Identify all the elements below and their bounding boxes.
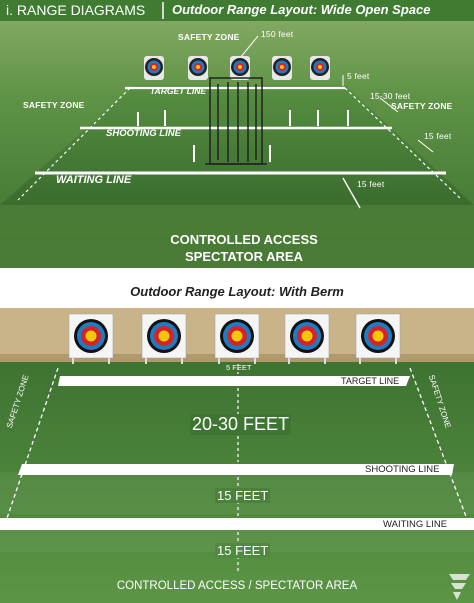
berm-title: Outdoor Range Layout: With Berm — [130, 284, 344, 299]
berm-shooting-line-label: SHOOTING LINE — [365, 464, 440, 475]
grass-stripe — [0, 530, 474, 552]
target-butt — [272, 56, 292, 80]
section-title: Outdoor Range Layout: Wide Open Space — [172, 2, 431, 17]
brand-logo-icon — [449, 574, 470, 600]
berm-scene — [0, 272, 474, 603]
marker-15ft-bottom — [342, 177, 361, 209]
berm-target-line — [58, 376, 410, 386]
open-space-scene — [0, 0, 474, 272]
distance-15-right-label: 15 feet — [424, 131, 452, 141]
right-boundary-line — [344, 87, 463, 201]
target-butt — [144, 56, 164, 80]
berm-spectator-label: CONTROLLED ACCESS / SPECTATOR AREA — [116, 580, 358, 592]
berm-waiting-line-label: WAITING LINE — [383, 519, 448, 530]
spectator-strip — [0, 210, 474, 272]
distance-15-30-label: 15-30 feet — [370, 91, 411, 101]
marker-150ft — [239, 35, 259, 59]
waiting-line-label: WAITING LINE — [56, 174, 132, 186]
target-face — [284, 313, 330, 364]
berm-waiting-line — [0, 518, 474, 530]
title-band — [0, 0, 474, 21]
berm-distance-15-b-label: 15 FEET — [215, 543, 271, 558]
shooting-line-label: SHOOTING LINE — [106, 128, 181, 139]
bow-rack — [205, 77, 267, 165]
berm-title-strip — [0, 272, 474, 308]
target-butt — [310, 56, 330, 80]
distance-15-bottom-label: 15 feet — [357, 179, 385, 189]
target-butt — [188, 56, 208, 80]
spectator-label-line1: CONTROLLED ACCESS — [170, 232, 318, 247]
berm-target-line-label: TARGET LINE — [341, 376, 400, 386]
target-face — [68, 313, 114, 364]
marker-15ft-right — [417, 139, 434, 153]
distance-5-label: 5 feet — [347, 71, 370, 81]
berm-shooting-line — [18, 464, 454, 475]
spectator-label-line2: SPECTATOR AREA — [185, 249, 303, 264]
shooting-posts — [137, 110, 349, 162]
berm-distance-15-a-label: 15 FEET — [215, 488, 271, 503]
target-line-label: TARGET LINE — [150, 86, 207, 96]
marker-15-30ft — [379, 97, 399, 113]
target-face — [355, 313, 401, 364]
berm-grass — [0, 362, 474, 603]
section-label: i. RANGE DIAGRAMS — [6, 2, 146, 18]
left-boundary-line — [17, 87, 131, 201]
berm-right-boundary — [409, 367, 471, 528]
range-field — [0, 85, 474, 205]
safety-zone-top-label: SAFETY ZONE — [178, 32, 240, 42]
target-butt — [230, 56, 250, 80]
berm-distance-20-30-label: 20-30 FEET — [190, 414, 292, 435]
target-face — [214, 313, 260, 364]
berm-distance-5-label: 5 FEET — [226, 363, 252, 372]
panel-separator — [0, 268, 474, 272]
target-face — [141, 313, 187, 364]
open-space-panel: i. RANGE DIAGRAMS Outdoor Range Layout: … — [0, 0, 474, 272]
berm-panel: Outdoor Range Layout: With Berm SAFETY Z… — [0, 272, 474, 603]
distance-150-label: 150 feet — [261, 29, 294, 39]
safety-zone-left-label: SAFETY ZONE — [23, 100, 85, 110]
safety-zone-right-label: SAFETY ZONE — [391, 101, 453, 111]
